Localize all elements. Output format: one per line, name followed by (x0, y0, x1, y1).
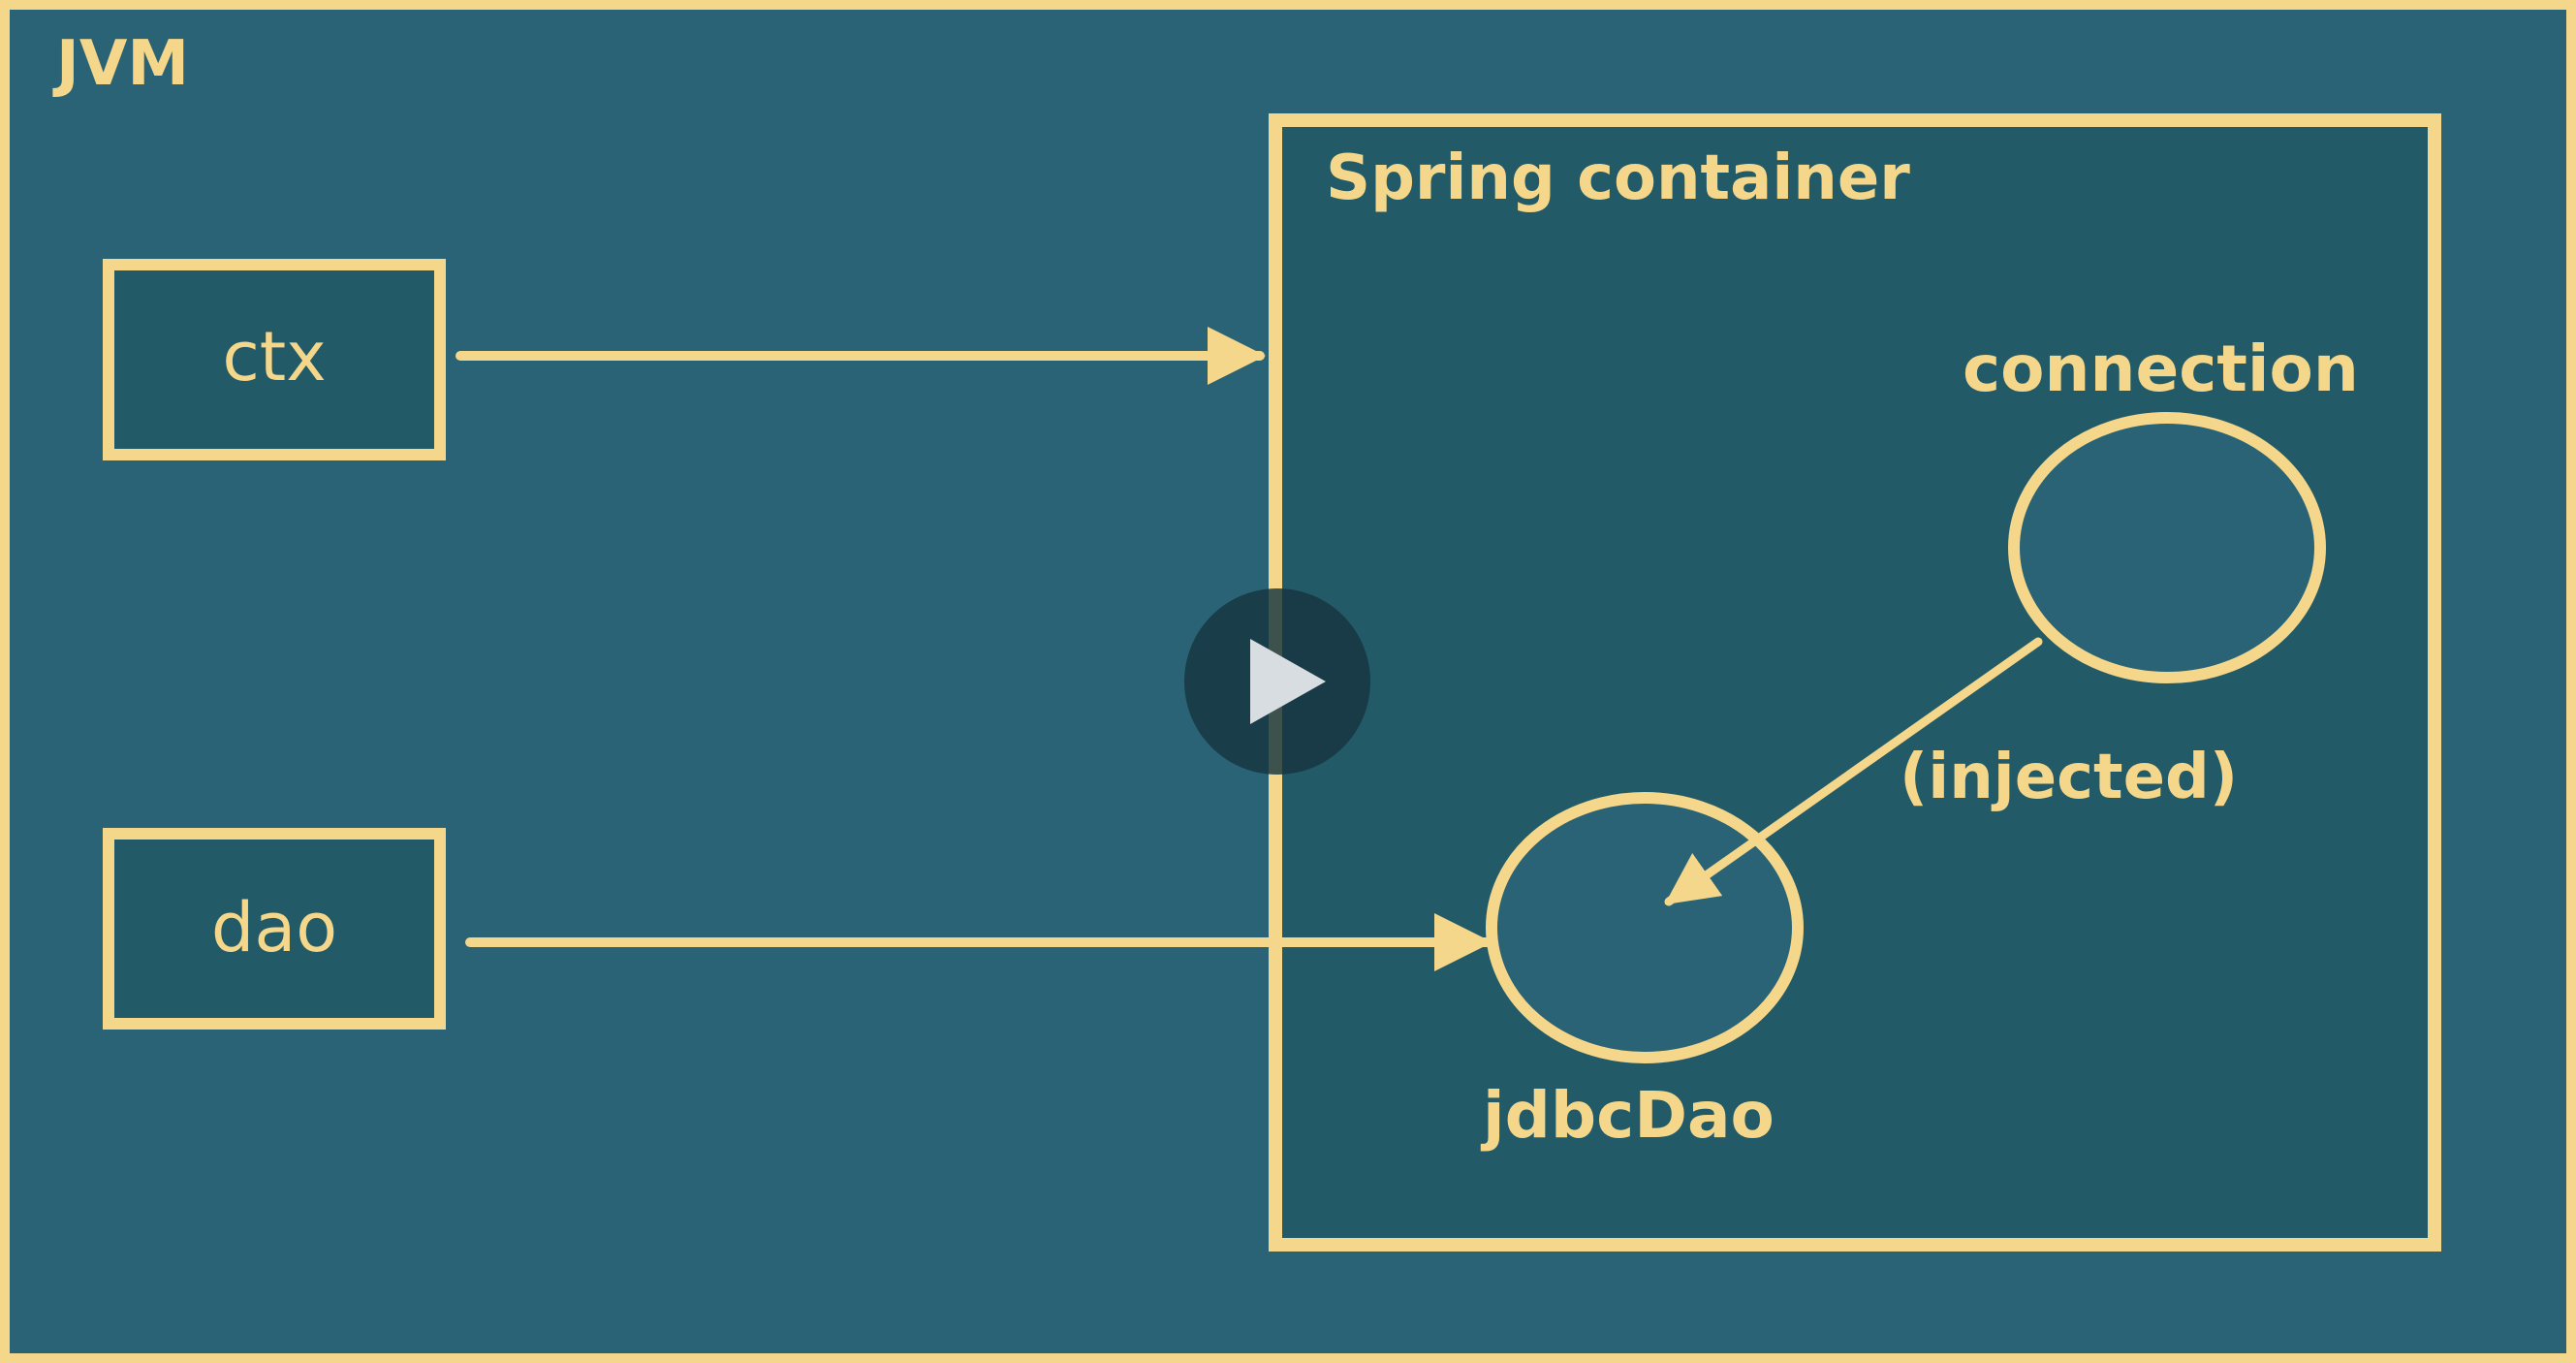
spring-container-box (1269, 113, 2441, 1252)
ctx-label: ctx (222, 317, 327, 396)
connection-label: connection (1963, 332, 2359, 406)
play-button[interactable] (1184, 588, 1370, 775)
dao-label: dao (210, 888, 338, 967)
injected-label: (injected) (1900, 742, 2239, 813)
injection-arrow (1664, 637, 2043, 906)
spring-container-label: Spring container (1326, 143, 1910, 214)
jvm-label: JVM (56, 28, 190, 100)
jdbcdao-label: jdbcDao (1483, 1078, 1775, 1153)
ctx-box (103, 259, 446, 460)
connection-bean-circle (2008, 412, 2326, 683)
jdbcdao-bean-circle (1486, 792, 1804, 1063)
dao-box (103, 828, 446, 1030)
play-icon (1250, 639, 1326, 724)
